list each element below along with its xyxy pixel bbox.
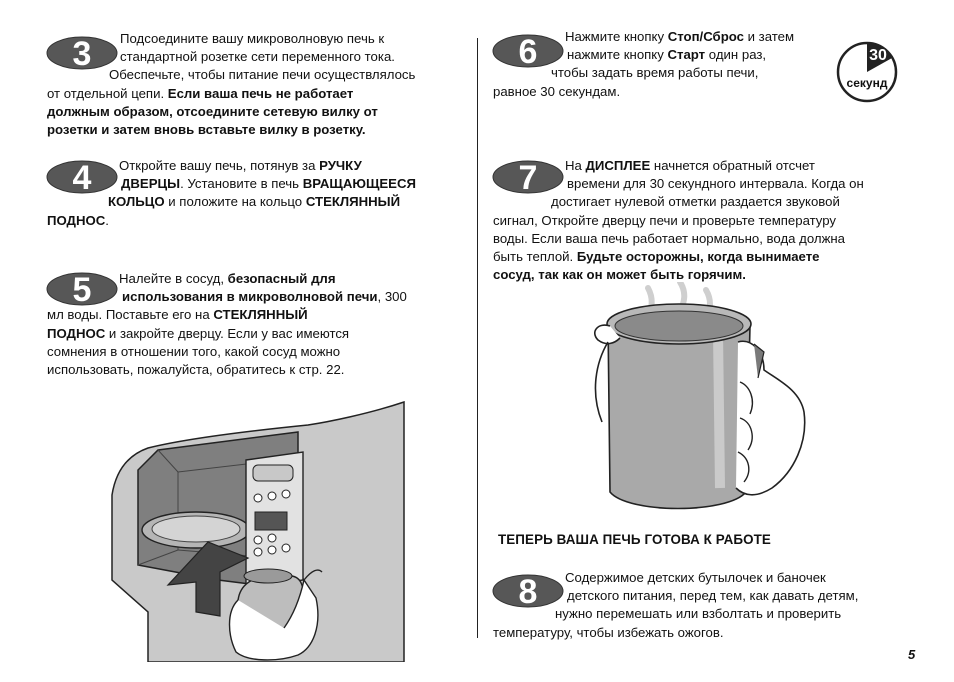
step-7-line: достигает нулевой отметки раздается звук… (551, 194, 840, 210)
step-4-bold: ВРАЩАЮЩЕЕСЯ (302, 176, 416, 192)
step-3-bold: Если ваша печь не работает (167, 85, 354, 101)
microwave-illustration (110, 400, 405, 662)
step-3-badge-icon: 3 (46, 36, 118, 70)
step-4-span: . (105, 212, 109, 228)
step-5-bold: СТЕКЛЯННЫЙ (213, 307, 308, 323)
step-4-bold: КОЛЬЦО (108, 194, 165, 210)
step-8-text: Содержимое детских бутылочек и баночек д… (493, 569, 913, 642)
step-3-line: Обеспечьте, чтобы питание печи осуществл… (109, 67, 416, 83)
step-5-line: использовать, пожалуйста, обратитесь к с… (47, 362, 345, 378)
step-3-line: от отдельной цепи. Если ваша печь не раб… (47, 85, 467, 103)
step-5-span: и закройте дверцу. Если у вас имеются (105, 325, 350, 341)
step-7-text: На ДИСПЛЕЕ начнется обратный отсчет врем… (493, 157, 913, 284)
step-8-line: нужно перемешать или взболтать и провери… (555, 606, 842, 622)
page-number: 5 (908, 647, 916, 662)
step-6-span: и затем (743, 29, 795, 44)
step-4-span: и положите на кольцо (164, 194, 306, 210)
timer-value: 30 (869, 47, 887, 64)
step-5-bold: использования в микроволновой печи (122, 289, 378, 305)
step-8-line: Содержимое детских бутылочек и баночек (565, 570, 826, 585)
step-6-badge-icon: 6 (492, 34, 564, 68)
step-5-bold: ПОДНОС (47, 325, 106, 341)
step-7-line: воды. Если ваша печь работает нормально,… (493, 230, 846, 246)
step-3-line: Подсоедините вашу микроволновую печь к (120, 31, 385, 46)
step-5-bold: безопасный для (227, 271, 336, 286)
step-3-number: 3 (73, 36, 92, 70)
step-3-bold: должным образом, отсоедините сетевую вил… (47, 103, 378, 119)
step-4-bold: СТЕКЛЯННЫЙ (305, 194, 401, 210)
step-7-span: быть теплой. (493, 249, 577, 265)
step-6-number: 6 (519, 34, 538, 68)
step-7-line: сигнал, Откройте дверцу печи и проверьте… (493, 212, 837, 228)
step-6-span: один раз, (705, 47, 767, 63)
step-8-badge-icon: 8 (492, 574, 564, 608)
step-5-span: Налейте в сосуд, (119, 271, 228, 286)
step-4-badge-icon: 4 (46, 160, 118, 194)
step-8-line: детского питания, перед тем, как давать … (567, 588, 859, 604)
step-4-bold: ДВЕРЦЫ (121, 176, 181, 192)
step-6-span: Нажмите кнопку (565, 29, 668, 44)
step-6-line: чтобы задать время работы печи, (551, 65, 759, 81)
step-7-span: На (565, 158, 586, 173)
step-4-span: . Установите в печь (180, 176, 303, 192)
step-5-number: 5 (73, 272, 92, 306)
step-5-span: мл воды. Поставьте его на (47, 307, 214, 323)
step-4-text: Откройте вашу печь, потянув за РУЧКУ ДВЕ… (47, 157, 467, 230)
step-4-bold: РУЧКУ (319, 158, 362, 173)
step-4-number: 4 (73, 160, 92, 194)
step-6-bold: Старт (667, 47, 706, 63)
step-7-span: начнется обратный отсчет (650, 158, 815, 173)
step-6-bold: Стоп/Сброс (667, 29, 744, 44)
step-7-bold: сосуд, так как он может быть горячим. (493, 267, 746, 283)
step-7-number: 7 (519, 160, 538, 194)
step-7-bold: Будьте осторожны, когда вынимаете (576, 249, 820, 265)
ready-heading: ТЕПЕРЬ ВАША ПЕЧЬ ГОТОВА К РАБОТЕ (498, 532, 771, 547)
step-8-line: температуру, чтобы избежать ожогов. (493, 624, 724, 640)
step-6-text: Нажмите кнопку Стоп/Сброс и затем нажмит… (493, 28, 838, 101)
step-7-bold: ДИСПЛЕЕ (585, 158, 651, 173)
step-7-line: времени для 30 секундного интервала. Ког… (567, 176, 864, 192)
step-5-text: Налейте в сосуд, безопасный для использо… (47, 270, 467, 379)
timer-unit: секунд (847, 76, 888, 90)
step-5-line: сомнения в отношении того, какой сосуд м… (47, 343, 341, 359)
step-3-text: Подсоедините вашу микроволновую печь к с… (47, 30, 467, 139)
step-4-bold: ПОДНОС (47, 212, 106, 228)
step-7-badge-icon: 7 (492, 160, 564, 194)
step-5-badge-icon: 5 (46, 272, 118, 306)
hand-holding-cup-illustration (594, 282, 806, 510)
step-3-bold: розетки и затем вновь вставьте вилку в р… (47, 122, 366, 138)
step-6-span: нажмите кнопку (567, 47, 668, 63)
step-3-span: от отдельной цепи. (47, 85, 168, 101)
step-6-line: равное 30 секундам. (493, 83, 621, 99)
stopwatch-icon: 30 секунд (836, 41, 898, 103)
step-4-span: Откройте вашу печь, потянув за (119, 158, 320, 173)
column-divider (477, 38, 478, 638)
step-3-line: стандартной розетке сети переменного ток… (120, 49, 395, 65)
step-5-span: , 300 (377, 289, 407, 305)
step-8-number: 8 (519, 574, 538, 608)
